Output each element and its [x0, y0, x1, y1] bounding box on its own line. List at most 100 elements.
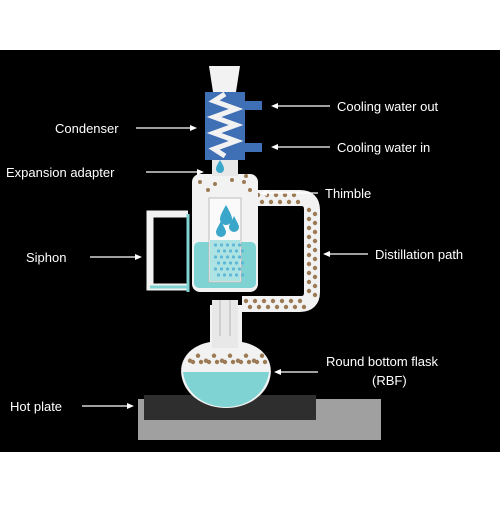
vapor-dot [246, 359, 252, 365]
chamber-vapor-dots [198, 174, 252, 192]
vapor-dot [206, 359, 212, 365]
neck-glass [212, 300, 238, 348]
label-condenser: Condenser [55, 121, 119, 136]
label-cooling-water-in: Cooling water in [337, 140, 430, 155]
label-rbf: (RBF) [372, 373, 407, 388]
arrow-head [197, 169, 204, 175]
arrow-head [274, 369, 281, 375]
vapor-dot [297, 298, 303, 304]
vapor-dot [306, 270, 312, 276]
label-siphon: Siphon [26, 250, 66, 265]
vapor-dot [265, 304, 271, 310]
sample-dot [225, 255, 230, 259]
arrow-head [271, 144, 278, 150]
sample-dot [225, 243, 230, 247]
vapor-dot [283, 304, 289, 310]
adapter-glass [212, 158, 238, 176]
vapor-dot [312, 292, 318, 298]
vapor-dot [254, 359, 260, 365]
vapor-dot [277, 199, 283, 205]
sample-dot [240, 249, 245, 253]
condenser-top-funnel [209, 66, 240, 92]
sample-dot [234, 249, 239, 253]
vapor-dot [252, 298, 258, 304]
drop-icon [220, 205, 232, 225]
vapor-dot [306, 225, 312, 231]
vapor-dot [306, 279, 312, 285]
drop-icon [216, 160, 224, 173]
vapor-dot [282, 192, 288, 198]
vapor-dot [243, 353, 249, 358]
vapor-dot [301, 304, 307, 310]
vapor-dot [306, 261, 312, 267]
sample-dot [228, 249, 233, 253]
drop-icon [216, 221, 226, 237]
sample-dot [231, 267, 236, 271]
vapor-dot [312, 211, 318, 217]
round-bottom-flask [181, 305, 271, 408]
sample-dot [219, 243, 224, 247]
sample-dot [231, 243, 236, 247]
vapor-dot [195, 353, 201, 358]
vapor-dot [222, 359, 228, 365]
sample-dot [237, 267, 242, 271]
vapor-dot [259, 353, 265, 358]
sample-dot [234, 261, 239, 265]
vapor-dot [238, 359, 244, 365]
vapor-dot [274, 304, 280, 310]
distillation-arm [242, 190, 320, 312]
vapor-dot [292, 304, 298, 310]
label-thimble: Thimble [325, 186, 371, 201]
vapor-dot [244, 174, 248, 178]
vapor-dot [295, 199, 301, 205]
vapor-dot [270, 298, 276, 304]
vapor-dot [312, 274, 318, 280]
vapor-dot [306, 288, 312, 294]
sample-dot [216, 261, 221, 265]
distillation-path-dots [243, 192, 318, 310]
sample-dot [222, 249, 227, 253]
vapor-dot [198, 180, 202, 184]
vapor-dot [286, 199, 292, 205]
siphon-tube [146, 210, 190, 292]
vapor-dot [306, 252, 312, 258]
vapor-dot [261, 298, 267, 304]
vapor-dot [198, 359, 204, 365]
arrow-head [260, 190, 267, 196]
vapor-dot [190, 359, 196, 365]
sample-dot [219, 255, 224, 259]
expansion-adapter [212, 158, 238, 176]
drop-icon [229, 216, 239, 232]
vapor-dot [312, 265, 318, 271]
vapor-dot [227, 353, 233, 358]
vapor-dot [279, 298, 285, 304]
vapor-dot [312, 247, 318, 253]
vapor-dot [312, 283, 318, 289]
vapor-dot [312, 220, 318, 226]
arrow-head [323, 251, 330, 257]
distillation-arm-glass [242, 190, 320, 312]
flask-neck [212, 300, 238, 348]
vapor-dot [288, 298, 294, 304]
arrow-head [271, 103, 278, 109]
sample-dot [225, 267, 230, 271]
label-distillation-path: Distillation path [375, 247, 463, 262]
condenser-coil [206, 91, 244, 159]
vapor-dot [312, 229, 318, 235]
label-arrows [82, 103, 368, 409]
sample-dot [222, 273, 227, 277]
vapor-dot [291, 192, 297, 198]
label-cooling-water-out: Cooling water out [337, 99, 439, 114]
arrow-head [127, 403, 134, 409]
condenser [205, 66, 262, 160]
sample-dot [213, 243, 218, 247]
flask-liquid [183, 372, 269, 407]
vapor-dot [312, 238, 318, 244]
sample-dot [237, 243, 242, 247]
sample-dot [234, 273, 239, 277]
arrow-head [190, 125, 197, 131]
vapor-dot [230, 178, 234, 182]
sample-dot [237, 255, 242, 259]
cooling-outlet-nozzle [244, 101, 262, 110]
